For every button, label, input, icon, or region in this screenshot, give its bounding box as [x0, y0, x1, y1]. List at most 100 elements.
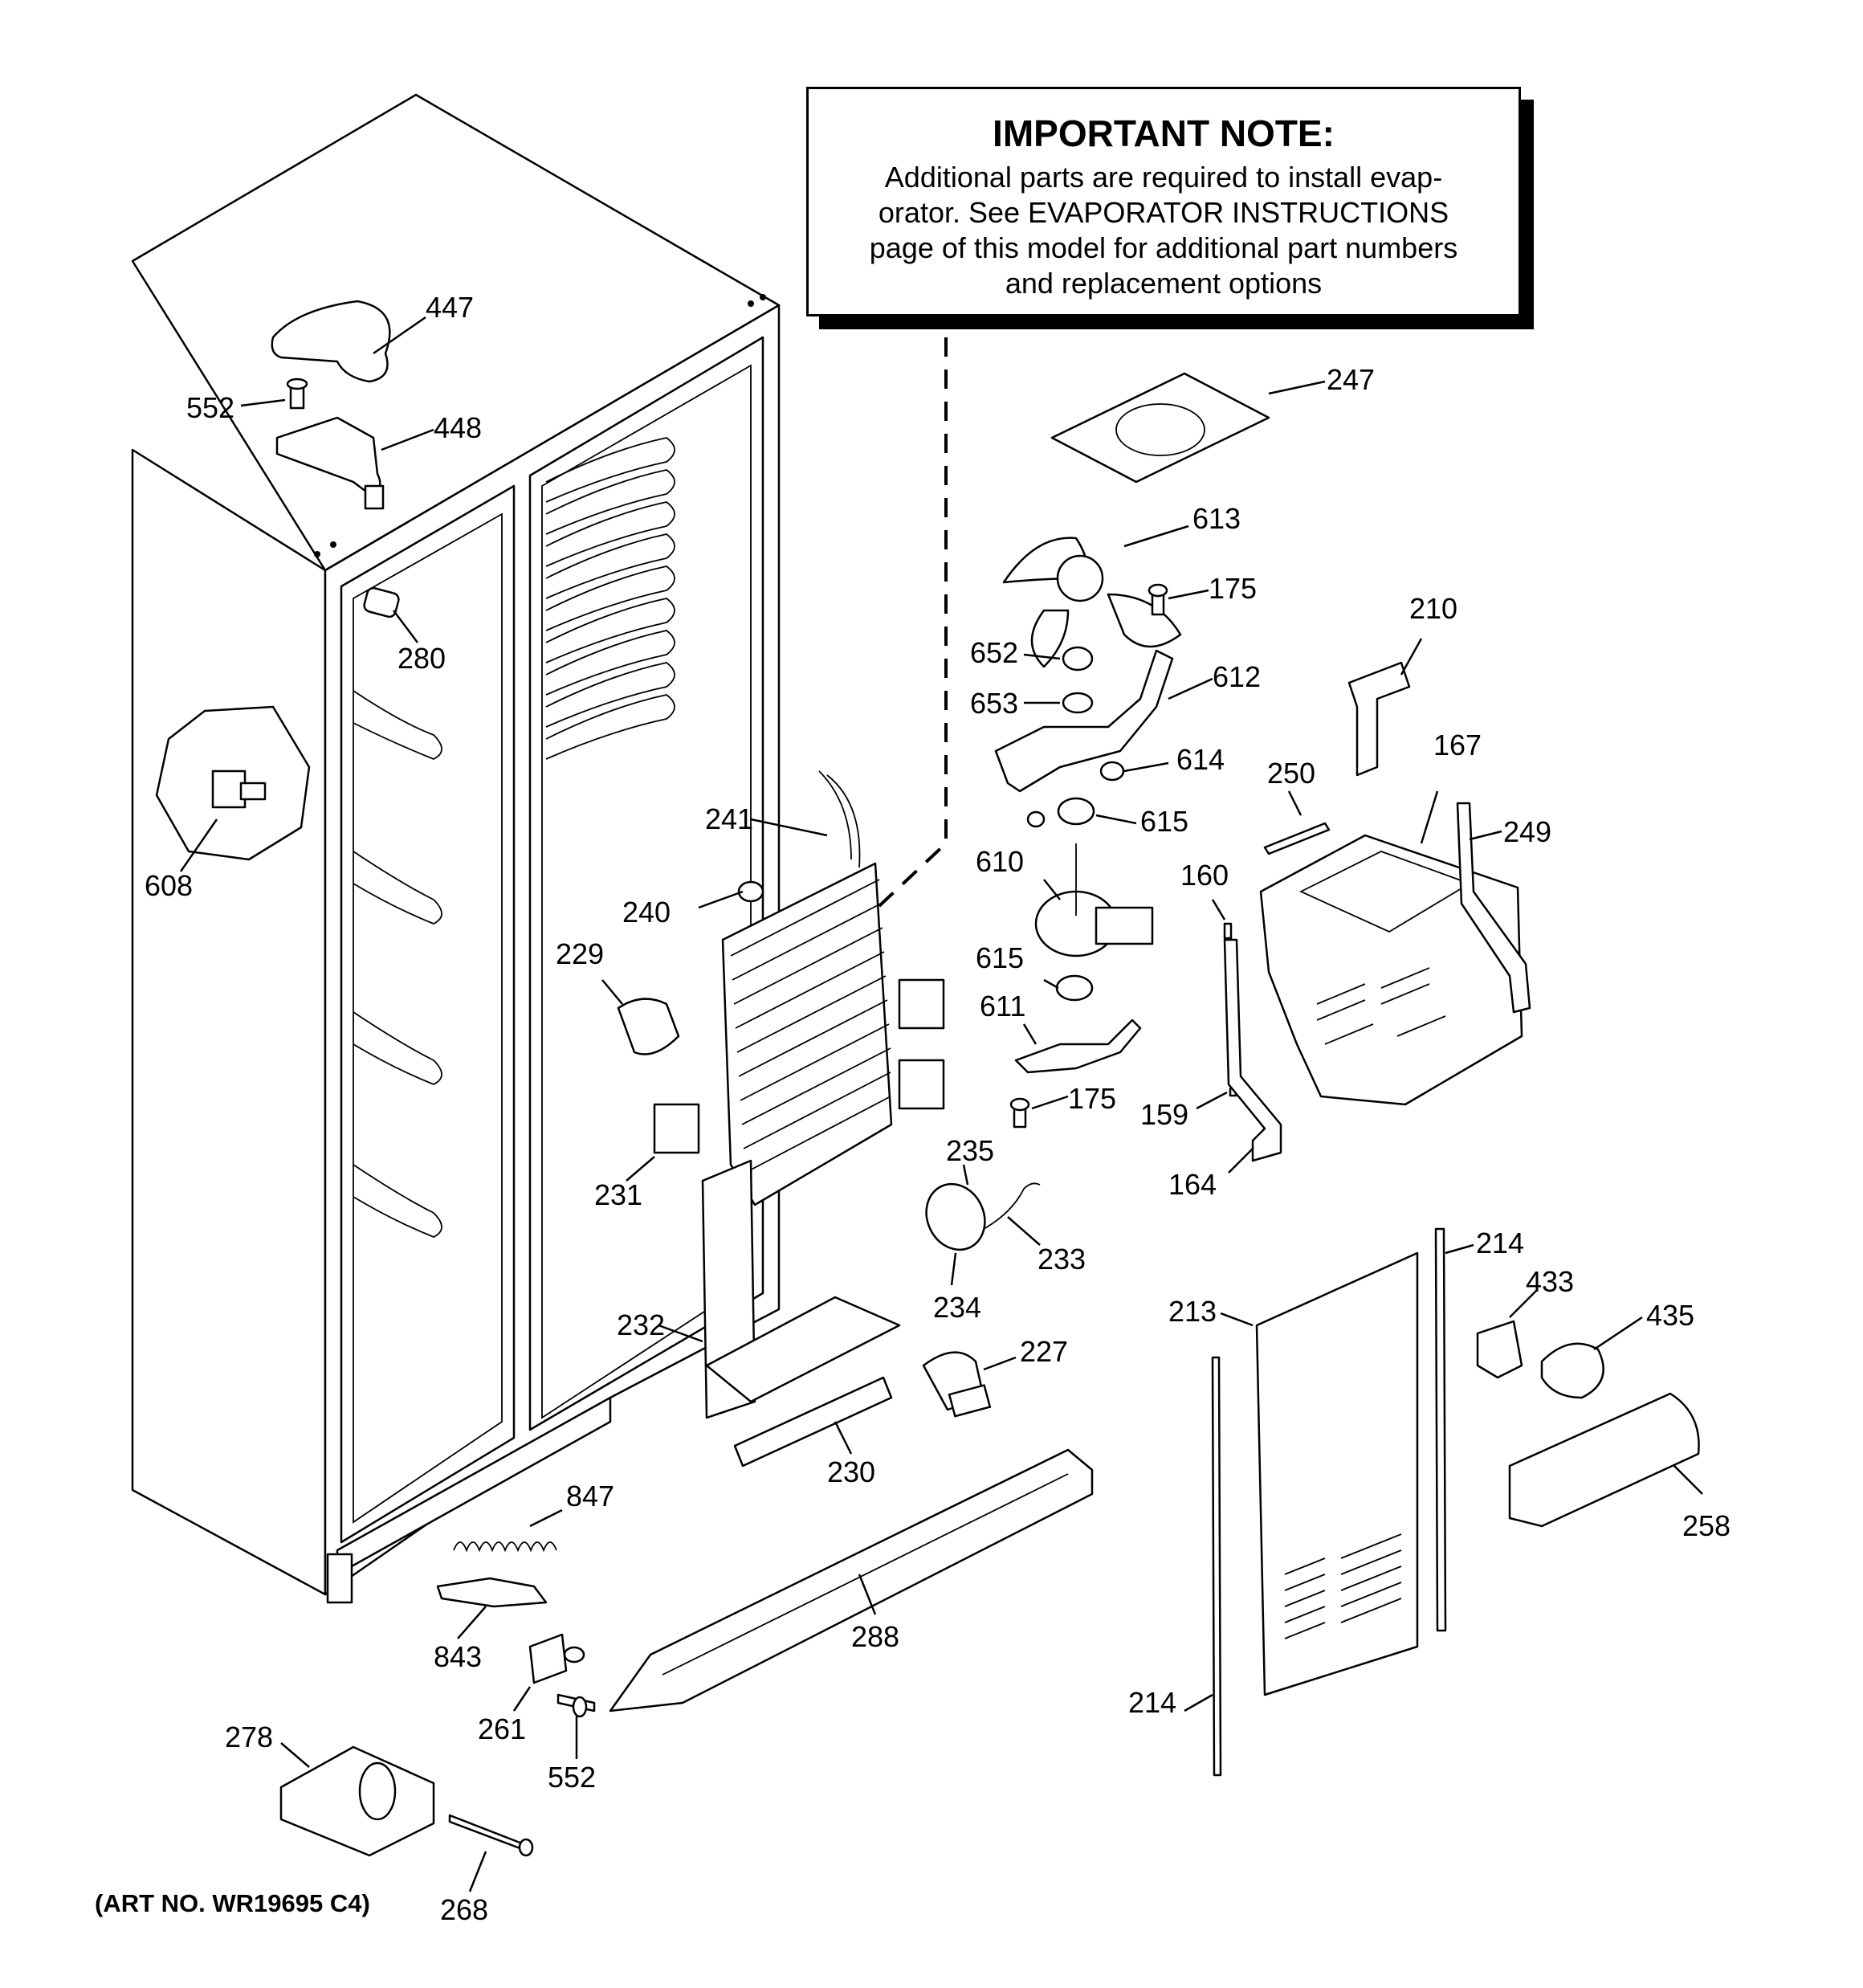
callout-227: 227	[1020, 1335, 1068, 1368]
callout-847: 847	[566, 1480, 614, 1512]
callout-611: 611	[980, 990, 1025, 1023]
part-615-grommet-upper	[1026, 797, 1137, 828]
part-230-drain-trough	[733, 1376, 893, 1468]
part-280-light-shield	[363, 586, 418, 643]
callout-247: 247	[1327, 363, 1375, 396]
callout-435: 435	[1646, 1299, 1694, 1332]
callout-652: 652	[970, 636, 1018, 669]
callout-288: 288	[851, 1620, 899, 1653]
part-843-lever	[436, 1577, 548, 1639]
part-614-grommet	[1099, 761, 1169, 782]
callout-213: 213	[1168, 1295, 1217, 1328]
callout-175: 175	[1209, 572, 1257, 605]
callout-214: 214	[1476, 1227, 1524, 1259]
part-210-vane	[1347, 638, 1423, 777]
part-234-leader	[950, 1252, 957, 1286]
part-247-fan-cover	[1050, 372, 1326, 484]
callout-433: 433	[1526, 1265, 1574, 1298]
note-line-1: Additional parts are required to install…	[884, 161, 1443, 194]
important-note-box: IMPORTANT NOTE: Additional parts are req…	[806, 87, 1521, 316]
part-175-screw-a	[1148, 583, 1209, 616]
part-847-spring	[453, 1508, 563, 1553]
part-652-grommet	[1023, 646, 1094, 672]
part-213-access-panel	[1220, 1251, 1419, 1696]
callout-160: 160	[1180, 859, 1229, 892]
part-447-hinge-cover	[271, 300, 426, 383]
part-552-screw-bottom	[556, 1693, 596, 1759]
callout-615: 615	[1140, 805, 1188, 838]
part-160-clip	[1211, 899, 1233, 940]
callout-653: 653	[970, 687, 1018, 720]
callout-843: 843	[434, 1640, 482, 1673]
callout-610: 610	[976, 845, 1024, 878]
part-433-socket	[1476, 1288, 1539, 1379]
callout-214: 214	[1128, 1686, 1176, 1719]
callout-249: 249	[1503, 815, 1551, 848]
callout-448: 448	[434, 411, 482, 444]
note-guide-line	[842, 337, 948, 941]
note-line-2: orator. See EVAPORATOR INSTRUCTIONS	[878, 196, 1449, 229]
note-title: IMPORTANT NOTE:	[993, 112, 1335, 154]
callout-229: 229	[556, 937, 604, 970]
callout-210: 210	[1409, 592, 1457, 625]
callout-608: 608	[145, 869, 193, 902]
part-214-edge-strip-right	[1434, 1227, 1474, 1632]
callout-615: 615	[976, 941, 1024, 974]
part-227-harness	[922, 1351, 1017, 1418]
callout-231: 231	[594, 1178, 642, 1211]
part-613-fan-blade	[1002, 525, 1189, 668]
part-229-clip	[601, 979, 680, 1055]
callout-175: 175	[1068, 1082, 1116, 1115]
part-164-bracket	[1223, 938, 1282, 1174]
part-232-evaporator-cover	[658, 1159, 901, 1419]
callout-278: 278	[225, 1721, 273, 1753]
callout-250: 250	[1267, 757, 1315, 790]
callout-167: 167	[1433, 729, 1482, 761]
part-615-grommet-lower	[1043, 974, 1094, 1002]
part-288-toe-grille	[609, 1448, 1094, 1712]
part-evaporator	[698, 770, 893, 1206]
part-175-screw-b	[1009, 1095, 1069, 1129]
part-612-fan-bracket	[994, 649, 1213, 793]
part-214-edge-strip-left	[1184, 1356, 1222, 1777]
part-610-fan-motor	[1034, 843, 1154, 957]
callout-614: 614	[1176, 743, 1225, 776]
part-268-screw	[448, 1814, 534, 1892]
callout-240: 240	[622, 896, 671, 929]
part-235-grille	[925, 1164, 986, 1251]
callout-230: 230	[827, 1455, 875, 1488]
callout-241: 241	[705, 802, 753, 835]
callout-164: 164	[1168, 1168, 1217, 1201]
part-250-strip	[1263, 790, 1331, 855]
callout-232: 232	[617, 1308, 665, 1341]
part-249-side-rail	[1456, 802, 1531, 1014]
callout-258: 258	[1682, 1509, 1731, 1542]
part-448-top-hinge	[275, 416, 434, 510]
callout-612: 612	[1213, 660, 1261, 693]
callout-labels: 447 552 448 280 608 241 240 229 231 232 …	[145, 291, 1731, 1926]
callout-552: 552	[186, 391, 234, 424]
callout-552: 552	[548, 1761, 596, 1794]
part-231-blocks	[626, 978, 945, 1182]
callout-159: 159	[1140, 1098, 1188, 1131]
callout-261: 261	[478, 1712, 526, 1745]
part-258-light-cover	[1508, 1392, 1703, 1528]
callout-447: 447	[426, 291, 474, 324]
callout-280: 280	[397, 642, 446, 675]
part-653-bushing	[1024, 692, 1094, 714]
note-line-3: page of this model for additional part n…	[869, 231, 1458, 264]
callout-233: 233	[1037, 1243, 1086, 1276]
note-line-4: and replacement options	[1005, 267, 1323, 300]
part-608-switch	[155, 705, 311, 872]
callout-613: 613	[1192, 502, 1241, 535]
art-number: (ART NO. WR19695 C4)	[95, 1889, 370, 1917]
part-611-motor-bracket	[1014, 1018, 1142, 1074]
callout-268: 268	[440, 1893, 488, 1926]
callout-235: 235	[946, 1134, 994, 1167]
part-233-wire	[983, 1182, 1041, 1246]
part-261-hinge-bracket	[512, 1633, 585, 1712]
part-435-bulb	[1540, 1316, 1643, 1399]
part-159-clip	[1196, 1087, 1237, 1110]
part-278-roller-assembly	[279, 1742, 435, 1857]
